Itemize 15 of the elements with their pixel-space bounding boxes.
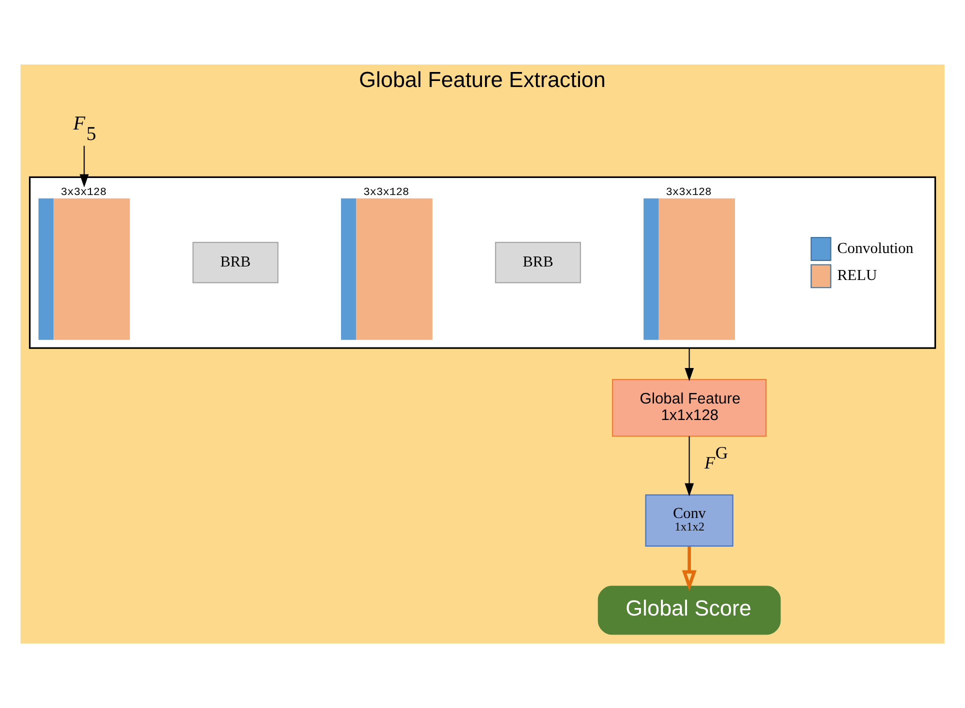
node-box: Conv 1x1x2 [645, 494, 734, 547]
arrow [684, 348, 694, 382]
node-box: BRB [495, 242, 581, 284]
node-label: 3x3x128 [60, 187, 106, 200]
node-box: BRB [192, 242, 278, 284]
legend-label: RELU [837, 267, 878, 284]
arrow [684, 436, 694, 496]
node-box: Global Score [598, 586, 781, 635]
arrow [682, 546, 697, 592]
legend-label: Convolution [837, 240, 914, 258]
node-label: 3x3x128 [363, 187, 410, 200]
cluster [28, 176, 936, 349]
arrow [80, 146, 89, 188]
node-label: 3x3x128 [666, 187, 712, 200]
node-box: Global Feature 1x1x128 [612, 379, 767, 437]
